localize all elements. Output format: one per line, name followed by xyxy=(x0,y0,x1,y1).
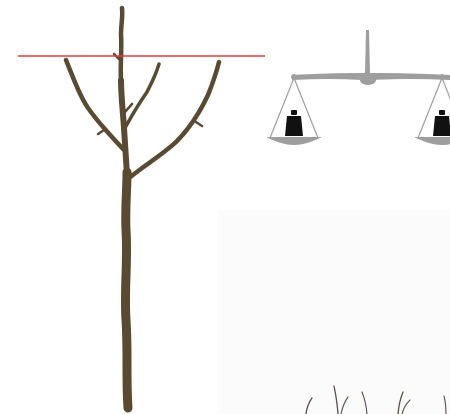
branch-central-leader xyxy=(121,8,123,82)
weight-right xyxy=(433,110,450,136)
branch-left xyxy=(66,60,124,150)
branch-inner-right xyxy=(125,64,159,128)
branch-right xyxy=(129,62,219,178)
tree-trunk xyxy=(125,172,128,408)
branch-nub-3 xyxy=(98,130,104,134)
scale-pivot xyxy=(360,75,376,85)
scale-pointer xyxy=(365,30,370,74)
background-patch xyxy=(218,210,450,414)
branch-nub-4 xyxy=(196,122,202,126)
bare-young-tree xyxy=(66,8,219,408)
branch-nub-1 xyxy=(125,104,132,112)
balance-scale xyxy=(266,30,450,145)
weight-left xyxy=(285,110,303,136)
